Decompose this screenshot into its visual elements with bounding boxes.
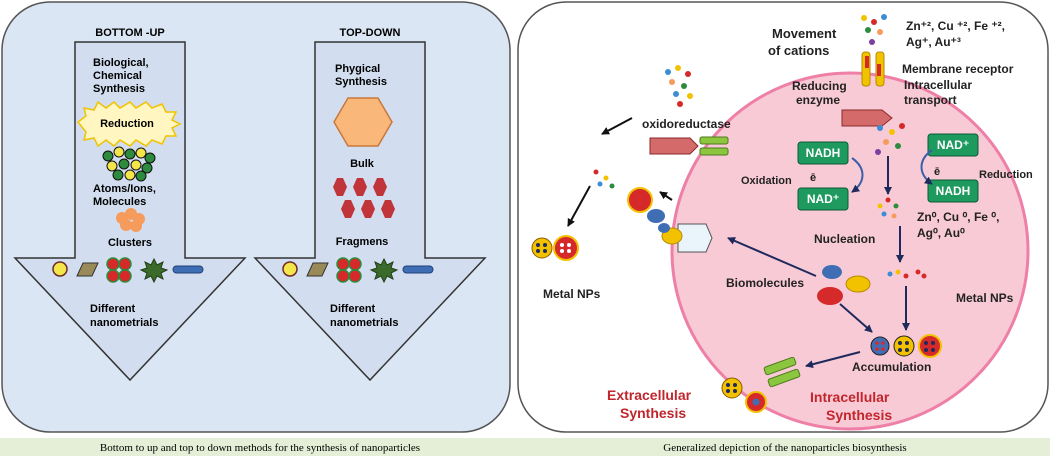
nad-box-left: [797, 187, 849, 211]
rhombus-icon: [306, 262, 329, 277]
electron-right-label: ē: [934, 166, 940, 178]
clusters-label: Clusters: [108, 237, 152, 249]
reduction-burst: [76, 100, 182, 148]
biomolecules-icon: [817, 265, 871, 305]
atoms-line2: Molecules: [93, 196, 146, 208]
fragments-icon: [333, 178, 395, 218]
caption-band: [0, 438, 1050, 456]
metal-nps-outer-label: Metal NPs: [543, 287, 601, 301]
metal-np-small-dots: [887, 269, 927, 279]
fragmens-label: Fragmens: [336, 236, 389, 248]
atoms-cluster-icon: [102, 146, 156, 182]
nadh-box-left: [797, 141, 849, 165]
intracellular-transport-line2: transport: [904, 93, 957, 107]
oxidation-curve-arrow: [851, 157, 864, 193]
bottom-up-shapes: [52, 257, 204, 284]
reduction-curve-arrow: [920, 149, 933, 185]
bottom-up-reduction-label: Reduction: [100, 118, 154, 130]
top-down-different-line1: Different: [330, 303, 376, 315]
reducing-enzyme-line2: enzyme: [796, 93, 840, 107]
rod-icon: [402, 265, 434, 274]
rod-cluster-icon: [336, 257, 362, 283]
sphere-icon: [52, 261, 68, 277]
nad-left-label: NAD⁺: [807, 192, 839, 206]
bottom-pore-icon: [763, 356, 801, 388]
star-icon: [139, 257, 169, 284]
cations-line1: Zn⁺², Cu ⁺², Fe ⁺²,: [906, 19, 1005, 33]
arrow-oxidoreductase-out: [601, 117, 633, 135]
reducing-enzyme-line1: Reducing: [792, 79, 847, 93]
nucleation-label: Nucleation: [814, 232, 875, 246]
rod-cluster-icon: [106, 257, 132, 283]
extracellular-nps-left-icon: [531, 235, 579, 261]
intracellular-transport-line1: Intracellular: [904, 78, 972, 92]
rod-icon: [172, 265, 204, 274]
atoms-line1: Atoms/Ions,: [93, 183, 156, 195]
reducing-enzyme-icon: [841, 109, 893, 127]
cation-dots-left: [665, 65, 693, 107]
nadh-box-right: [927, 179, 979, 203]
bulk-hexagon-icon: [333, 97, 393, 147]
bottom-up-different-line2: nanometrials: [90, 317, 158, 329]
rhombus-icon: [76, 262, 99, 277]
movement-line2: of cations: [768, 43, 829, 58]
intracellular-line2: Synthesis: [826, 407, 892, 423]
nad-box-right: [927, 133, 979, 157]
top-down-different-line2: nanometrials: [330, 317, 398, 329]
membrane-receptor-icon: [861, 51, 885, 87]
extracellular-line1: Extracellular: [607, 387, 692, 403]
oxidoreductase-icon: [649, 136, 729, 156]
cation-dots-top: [861, 14, 887, 45]
extracellular-line2: Synthesis: [620, 405, 686, 421]
capped-np-icon: [627, 187, 665, 223]
movement-line1: Movement: [772, 26, 837, 41]
right-panel: Movement of cations Zn⁺², Cu ⁺², Fe ⁺², …: [517, 1, 1049, 433]
bottom-up-step1-line3: Synthesis: [93, 83, 145, 95]
bottom-up-step1-line2: Chemical: [93, 70, 142, 82]
electron-left-label: ē: [810, 172, 816, 184]
top-down-title: TOP-DOWN: [340, 27, 401, 39]
internal-cation-dots: [875, 123, 905, 155]
accumulation-nps-icon: [870, 334, 942, 358]
oxidation-label: Oxidation: [741, 175, 792, 187]
nadh-left-label: NADH: [806, 146, 841, 160]
bottom-up-step1-line1: Biological,: [93, 57, 149, 69]
zero-valent-line2: Ag⁰, Au⁰: [917, 226, 965, 240]
left-panel: BOTTOM -UP Biological, Chemical Synthesi…: [1, 1, 511, 433]
sphere-icon: [282, 261, 298, 277]
cations-line2: Ag⁺, Au⁺³: [906, 35, 961, 49]
biomolecules-label: Biomolecules: [726, 276, 804, 290]
star-icon: [369, 257, 399, 284]
membrane-receptor-label: Membrane receptor: [902, 62, 1014, 76]
left-caption: Bottom to up and top to down methods for…: [99, 442, 421, 454]
top-down-shapes: [282, 257, 434, 284]
top-down-step1-line1: Phygical: [335, 63, 380, 75]
nucleation-dots: [877, 197, 899, 219]
bulk-label: Bulk: [350, 158, 375, 170]
accumulation-label: Accumulation: [852, 360, 931, 374]
zero-valent-line1: Zn⁰, Cu ⁰, Fe ⁰,: [917, 210, 999, 224]
arrow-np-release: [659, 191, 673, 201]
nadh-right-label: NADH: [936, 184, 971, 198]
intracellular-line1: Intracellular: [810, 389, 890, 405]
extracellular-scatter-dots: [593, 169, 615, 189]
right-caption: Generalized depiction of the nanoparticl…: [663, 442, 907, 454]
reduction-right-label: Reduction: [979, 169, 1033, 181]
arrow-accumulation-to-pore: [805, 351, 861, 369]
bottom-up-different-line1: Different: [90, 303, 136, 315]
arrow-biomolecules-to-accumulation: [839, 303, 873, 333]
clusters-icon: [116, 208, 145, 232]
nad-right-label: NAD⁺: [937, 138, 969, 152]
metal-nps-inner-label: Metal NPs: [956, 291, 1014, 305]
top-down-step1-line2: Synthesis: [335, 76, 387, 88]
arrow-dots-to-nps: [567, 185, 591, 227]
extracellular-nps-bottom-icon: [721, 377, 767, 413]
oxidoreductase-label: oxidoreductase: [642, 117, 731, 131]
bottom-up-title: BOTTOM -UP: [95, 27, 164, 39]
outlet-tube-icon: [658, 223, 713, 253]
arrow-biomolecules-to-tube: [727, 237, 817, 277]
